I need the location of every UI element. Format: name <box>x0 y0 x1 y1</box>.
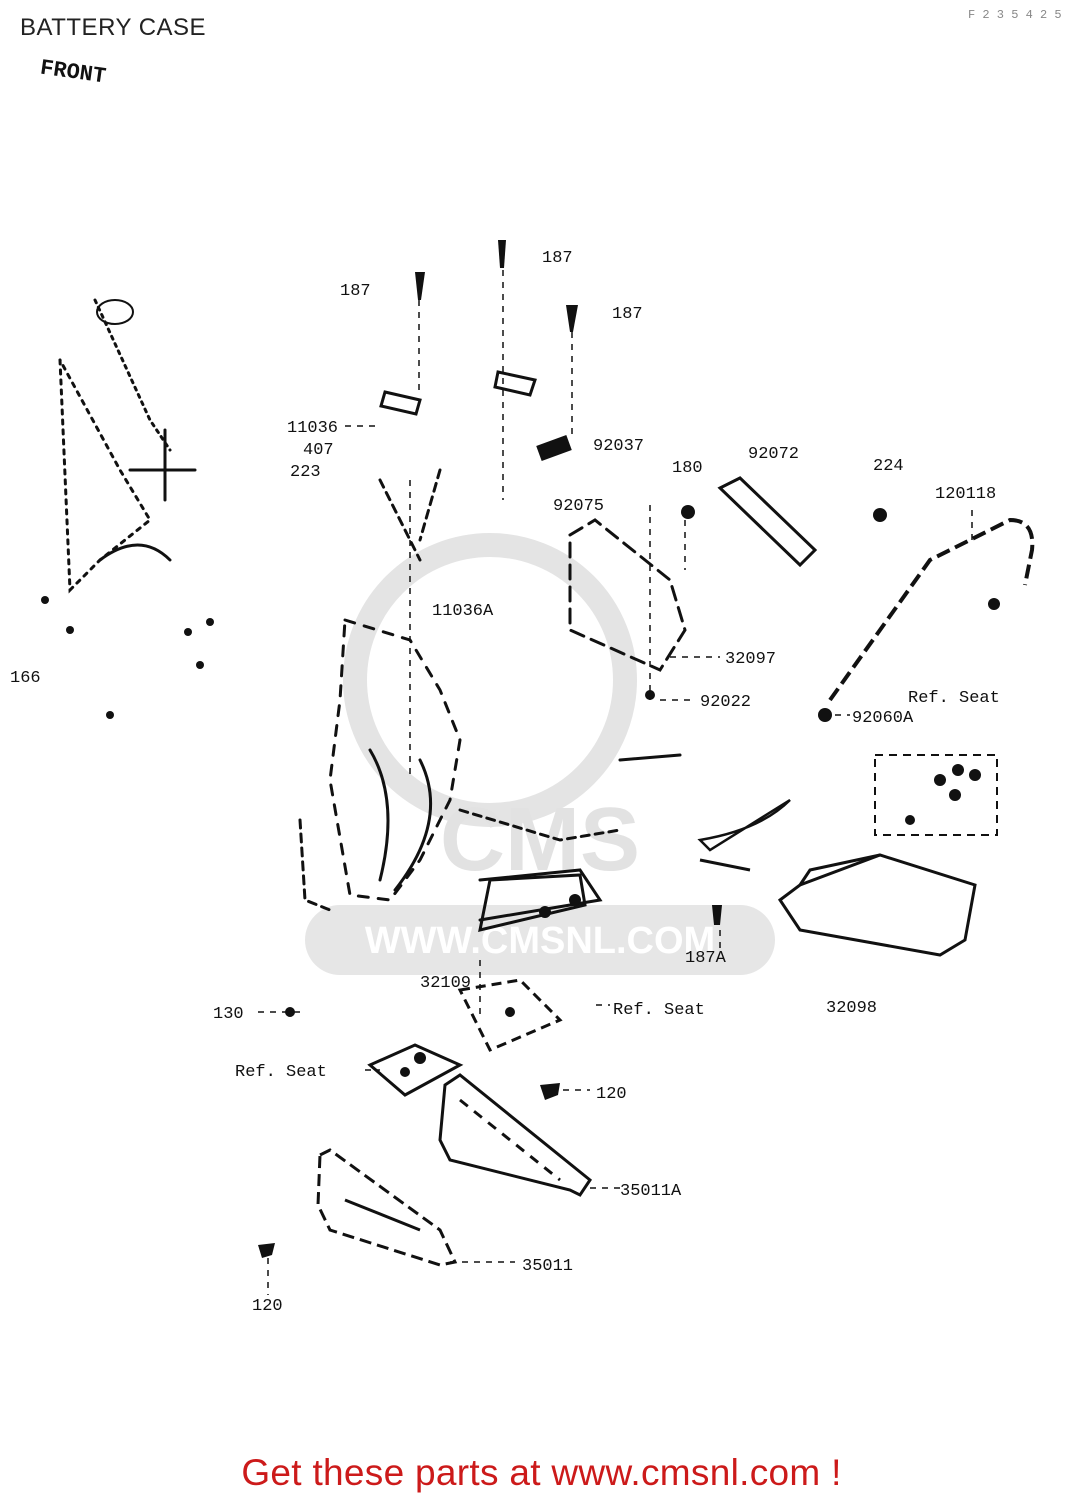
part-label-35011: 35011 <box>522 1257 573 1276</box>
part-label-92072: 92072 <box>748 445 799 464</box>
top-fasteners <box>258 240 1000 1258</box>
bracket-32109 <box>367 873 587 1097</box>
bracket-92072 <box>717 476 818 568</box>
part-label-32109: 32109 <box>420 974 471 993</box>
part-label-11036A: 11036A <box>432 602 494 621</box>
part-labels: 187 187 187 11036 407 223 92037 180 9207… <box>10 249 1000 1316</box>
ref-seat-box <box>874 754 998 836</box>
frame-section <box>58 298 197 594</box>
reference-code: F 2 3 5 4 2 5 <box>968 8 1062 22</box>
leader-lines <box>258 270 973 1295</box>
part-label-92060A: 92060A <box>852 709 914 728</box>
part-label-32097: 32097 <box>725 650 776 669</box>
clip-187-right <box>566 305 578 332</box>
part-label-187: 187 <box>340 282 371 301</box>
part-label-187A: 187A <box>685 949 727 968</box>
bracket-32109-holes <box>400 894 581 1077</box>
battery-box <box>568 518 687 672</box>
part-label-224: 224 <box>873 457 904 476</box>
part-label-35011A: 35011A <box>620 1182 682 1201</box>
part-label-11036: 11036 <box>287 419 338 438</box>
part-label-ref-seat: Ref. Seat <box>908 689 1000 708</box>
part-label-166: 166 <box>10 669 41 688</box>
part-label-92037: 92037 <box>593 437 644 456</box>
cover-35011 <box>316 1148 458 1267</box>
shop-link[interactable]: Get these parts at www.cmsnl.com ! <box>241 1452 842 1493</box>
part-label-187: 187 <box>612 305 643 324</box>
clip-187-center <box>498 240 506 268</box>
part-label-92075: 92075 <box>553 497 604 516</box>
clip-187-left <box>415 272 425 300</box>
watermark: CMS WWW.CMSNL.COM <box>305 533 775 975</box>
case-body <box>328 618 462 902</box>
part-label-92022: 92022 <box>700 693 751 712</box>
part-label-187: 187 <box>542 249 573 268</box>
part-label-32098: 32098 <box>826 999 877 1018</box>
watermark-ring <box>343 533 637 827</box>
cover-35011A <box>438 1073 593 1197</box>
part-label-180: 180 <box>672 459 703 478</box>
part-label-407: 407 <box>303 441 334 460</box>
tube-120118 <box>828 517 1035 702</box>
ref-seat-bolts <box>905 764 981 825</box>
tray-32098 <box>697 798 977 957</box>
part-label-223: 223 <box>290 463 321 482</box>
frame-bolts <box>41 596 214 719</box>
part-label-120: 120 <box>596 1085 627 1104</box>
watermark-url: WWW.CMSNL.COM <box>365 920 715 962</box>
part-label-ref-seat: Ref. Seat <box>235 1063 327 1082</box>
watermark-banner <box>305 905 775 975</box>
part-label-ref-seat: Ref. Seat <box>613 1001 705 1020</box>
part-label-130: 130 <box>213 1005 244 1024</box>
battery-case <box>298 468 687 922</box>
page-title: BATTERY CASE <box>20 14 207 41</box>
part-label-120: 120 <box>252 1297 283 1316</box>
exploded-parts-diagram: CMS WWW.CMSNL.COM <box>10 240 1035 1316</box>
part-label-120118: 120118 <box>935 485 996 504</box>
